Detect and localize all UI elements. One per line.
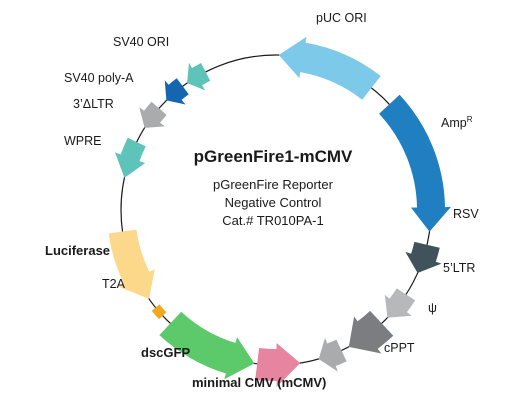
segment-psi bbox=[348, 310, 394, 354]
label-amp-superscript: R bbox=[467, 115, 473, 124]
label-wpre: WPRE bbox=[64, 134, 102, 148]
segment-3ltr bbox=[139, 101, 167, 128]
label-cppt: cPPT bbox=[384, 341, 415, 355]
label-t2a: T2A bbox=[102, 277, 126, 291]
feature-labels: pUC ORI AmpR RSV 5’LTR ψ cPPT minimal CM… bbox=[45, 11, 479, 390]
label-puc-ori: pUC ORI bbox=[316, 11, 367, 25]
backbone-circle bbox=[120, 54, 432, 366]
label-luciferase: Luciferase bbox=[45, 243, 110, 258]
label-5ltr: 5’LTR bbox=[443, 261, 475, 275]
segment-cppt bbox=[318, 337, 347, 372]
label-3ltr: 3’ΔLTR bbox=[73, 97, 114, 111]
label-sv40-polya: SV40 poly-A bbox=[64, 71, 134, 85]
segment-rsv bbox=[405, 241, 442, 273]
segment-sv40-ori bbox=[187, 62, 211, 91]
label-mcmv: minimal CMV (mCMV) bbox=[192, 375, 326, 390]
center-label: pGreenFire1-mCMV pGreenFire Reporter Neg… bbox=[194, 147, 353, 228]
label-amp: AmpR bbox=[441, 115, 473, 130]
segment-wpre bbox=[115, 137, 146, 178]
segment-dscgfp bbox=[159, 311, 255, 380]
segment-puc-ori bbox=[278, 36, 381, 100]
plasmid-subtitle-line-3: Cat.# TR010PA-1 bbox=[222, 213, 323, 228]
label-amp-text: Amp bbox=[441, 116, 467, 130]
label-psi: ψ bbox=[428, 301, 437, 315]
segment-sv40-polya bbox=[164, 78, 189, 105]
segment-luciferase bbox=[108, 229, 155, 299]
feature-segments bbox=[108, 36, 451, 387]
segment-mcmv bbox=[255, 343, 301, 387]
segment-amp bbox=[379, 94, 451, 232]
segment-t2a bbox=[151, 304, 167, 320]
plasmid-subtitle-line-2: Negative Control bbox=[225, 195, 322, 210]
segment-5ltr bbox=[384, 288, 416, 318]
plasmid-title: pGreenFire1-mCMV bbox=[194, 147, 353, 166]
label-rsv: RSV bbox=[453, 207, 479, 221]
label-sv40-ori: SV40 ORI bbox=[113, 35, 169, 49]
label-dscgfp: dscGFP bbox=[141, 345, 190, 360]
plasmid-subtitle-line-1: pGreenFire Reporter bbox=[213, 177, 334, 192]
